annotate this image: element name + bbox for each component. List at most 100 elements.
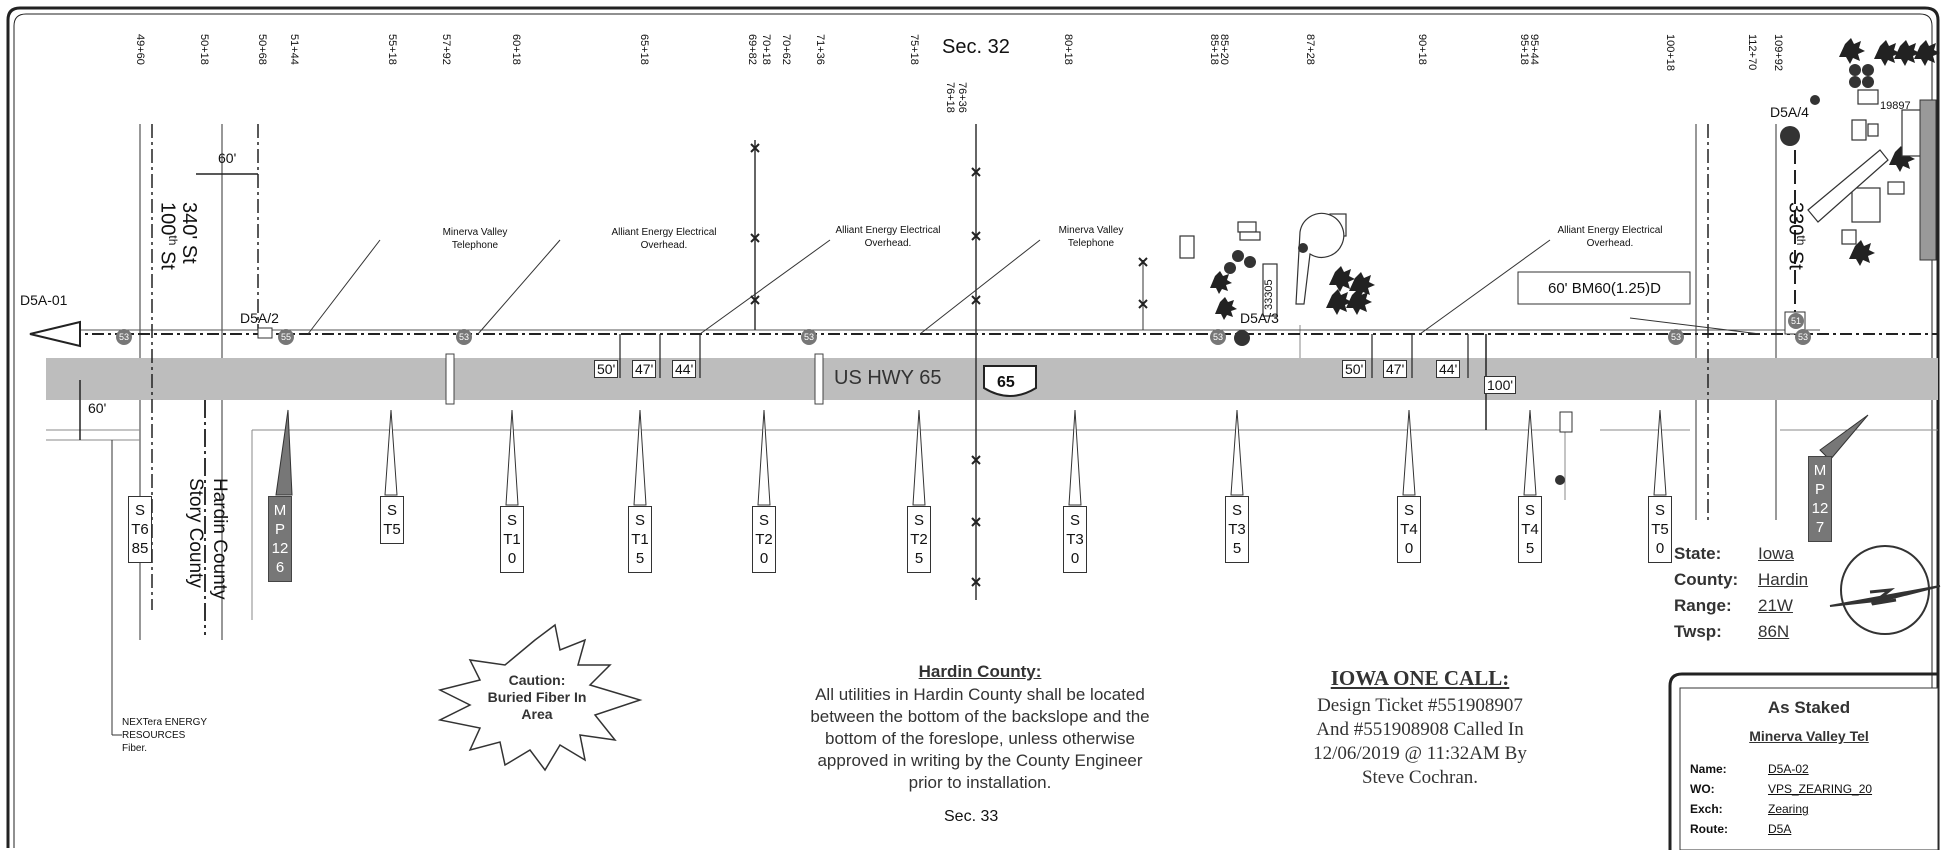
stake-label: ST45 (1518, 496, 1542, 563)
benchmark-label: 60' BM60(1.25)D (1548, 280, 1661, 297)
station-label: 95+18 (1518, 34, 1530, 65)
station-label: 80+18 (1062, 34, 1074, 65)
station-label: 112+70 (1746, 34, 1758, 71)
range-label: Range: (1674, 596, 1732, 615)
pole-number-badge: 53 (1210, 329, 1226, 345)
stake-label: ST15 (628, 506, 652, 573)
title-block-label: Exch: (1690, 802, 1723, 816)
caution-star (437, 623, 643, 772)
highway-shield-number: 65 (997, 374, 1015, 391)
north-arrow (1829, 545, 1941, 635)
title-block-label: Name: (1690, 762, 1727, 776)
title-block-title: As Staked (1767, 698, 1851, 717)
pole-label-d5a3: D5A/3 (1240, 310, 1279, 326)
street-100th-name: 100th St (156, 202, 180, 270)
milepost-marker: MP126 (268, 496, 292, 582)
route-label-left: D5A-01 (20, 292, 68, 308)
highway-name: US HWY 65 (834, 367, 942, 389)
twsp-label: Twsp: (1674, 622, 1722, 641)
utility-note-5: Alliant Energy Electrical Overhead. (1557, 225, 1663, 249)
pole-number-badge: 53 (1795, 329, 1811, 345)
title-block-value: Zearing (1768, 802, 1809, 816)
county-north-label: Hardin County (209, 478, 230, 600)
station-label: 70+18 (760, 34, 772, 65)
title-block: As Staked Minerva Valley Tel Name: D5A-02… (1680, 688, 1938, 850)
station-label: 51+44 (288, 34, 300, 65)
station-label: 76+36 (956, 82, 968, 113)
state-value: Iowa (1758, 544, 1794, 563)
county-value: Hardin (1758, 570, 1809, 589)
pole-number-badge: 51 (1788, 313, 1804, 329)
one-call-body: Design Ticket #551908907 And #551908908 … (1313, 695, 1527, 788)
dim-left-47: 47' (632, 360, 657, 378)
utility-note-3: Alliant Energy Electrical Overhead. (835, 225, 941, 249)
station-label: 55+18 (386, 34, 398, 65)
one-call-title: IOWA ONE CALL: (1330, 666, 1510, 690)
stake-label: ST685 (128, 496, 152, 563)
dim-60-left: 60' (88, 400, 107, 416)
station-label: 69+82 (746, 34, 758, 65)
dim-left-44: 44' (672, 360, 697, 378)
section-bottom-label: Sec. 33 (944, 808, 999, 825)
station-label: 71+36 (814, 34, 826, 65)
stake-label: ST40 (1397, 496, 1421, 563)
station-label: 85+18 (1208, 34, 1220, 65)
hardin-note-body: All utilities in Hardin County shall be … (810, 685, 1150, 792)
title-block-company: Minerva Valley Tel (1749, 728, 1869, 744)
row-width-label: 340' (178, 202, 200, 245)
dim-right-50: 50' (1342, 360, 1367, 378)
hardin-note-title: Hardin County: (918, 662, 1042, 681)
station-label: 60+18 (510, 34, 522, 65)
stake-label: ST5 (380, 496, 404, 544)
pole-number-badge: 53 (1668, 329, 1684, 345)
dim-100: 100' (1484, 376, 1517, 394)
pole-label-d5a2: D5A/2 (240, 310, 279, 326)
stake-label: ST25 (907, 506, 931, 573)
stake-label: ST10 (500, 506, 524, 573)
county-label: County: (1674, 570, 1739, 589)
station-label: 49+60 (134, 34, 146, 65)
nextera-note: NEXTera ENERGY RESOURCES Fiber. (122, 717, 208, 754)
utility-note-1: Minerva Valley Telephone (442, 227, 508, 251)
utility-note-4: Minerva Valley Telephone (1058, 225, 1124, 249)
milepost-marker: MP127 (1808, 456, 1832, 542)
title-block-label: WO: (1690, 782, 1715, 796)
pole-number-badge: 53 (801, 329, 817, 345)
station-label: 87+28 (1304, 34, 1316, 65)
pole-label-d5a4: D5A/4 (1770, 104, 1809, 120)
station-label: 50+18 (198, 34, 210, 65)
title-block-value: VPS_ZEARING_20 (1768, 782, 1873, 796)
title-block-value: D5A (1768, 822, 1792, 836)
range-value: 21W (1758, 596, 1793, 615)
twsp-value: 86N (1758, 622, 1790, 641)
address-33305: 33305 (1263, 279, 1275, 310)
address-19897: 19897 (1880, 100, 1911, 112)
street-330th: 330th St (1784, 202, 1808, 270)
station-label: 70+62 (780, 34, 792, 65)
dim-right-47: 47' (1383, 360, 1408, 378)
caution-text: Caution: Buried Fiber In Area (487, 672, 587, 722)
title-block-label: Route: (1690, 822, 1728, 836)
county-south-label: Story County (185, 478, 206, 588)
state-label: State: (1674, 544, 1722, 563)
title-block-value: D5A-02 (1768, 762, 1809, 776)
utility-note-2: Alliant Energy Electrical Overhead. (611, 227, 717, 251)
dim-60-top: 60' (218, 150, 237, 166)
station-label: 50+68 (256, 34, 268, 65)
station-label: 90+18 (1416, 34, 1428, 65)
station-label: 109+92 (1772, 34, 1784, 72)
station-label: 75+18 (908, 34, 920, 65)
pole-number-badge: 53 (456, 329, 472, 345)
station-label: 57+92 (440, 34, 452, 65)
station-label: 65+18 (638, 34, 650, 65)
stake-label: ST20 (752, 506, 776, 573)
station-label: 100+18 (1664, 34, 1676, 72)
street-100th: 340' St (178, 202, 200, 264)
dim-right-44: 44' (1436, 360, 1461, 378)
section-top-label: Sec. 32 (942, 36, 1010, 58)
stake-label: ST30 (1063, 506, 1087, 573)
dim-left-50: 50' (594, 360, 619, 378)
station-label: 76+18 (944, 82, 956, 113)
